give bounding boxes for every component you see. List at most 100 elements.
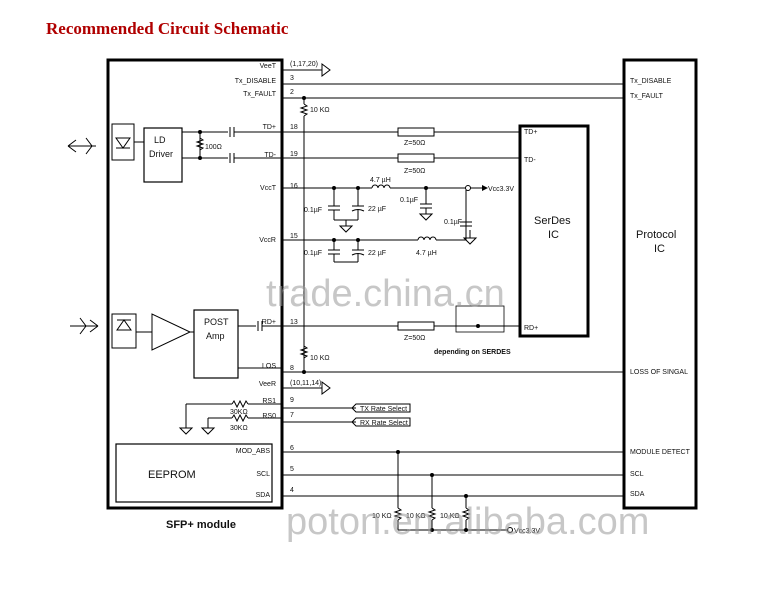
module-pin-labels: VeeT Tx_DISABLE Tx_FAULT TD+ TD- VccT Vc… bbox=[235, 63, 277, 499]
laser-diode-frame bbox=[111, 123, 135, 161]
module-pin-numbers: (1,17,20) 3 2 18 19 16 15 13 8 (10,11,14… bbox=[290, 61, 321, 494]
pin-label-tx-disable: Tx_DISABLE bbox=[235, 78, 277, 85]
rx-rate-select-tag bbox=[351, 417, 411, 427]
tx-rate-select-label: TX Rate Select bbox=[360, 406, 407, 413]
pin-num-mod-abs: 6 bbox=[290, 445, 294, 452]
z-td-minus-icon bbox=[397, 153, 435, 163]
tx-emission-arrow-icon bbox=[67, 139, 96, 153]
pin-num-vccr: 15 bbox=[290, 233, 298, 240]
eeprom-label: EEPROM bbox=[148, 469, 196, 481]
pin-label-rs0: RS0 bbox=[262, 413, 276, 420]
post-amp-label-1: POST bbox=[204, 317, 229, 327]
ground-icon bbox=[338, 225, 354, 233]
inductor-r-label: 4.7 µH bbox=[416, 250, 437, 257]
vcc-arrow-icon bbox=[482, 185, 488, 191]
serdes-ic-box bbox=[518, 124, 590, 338]
resistor-10k-los-icon bbox=[299, 345, 309, 359]
pin-num-los: 8 bbox=[290, 365, 294, 372]
pin-num-rs1: 9 bbox=[290, 397, 294, 404]
cap-r2-label: 22 µF bbox=[368, 250, 386, 257]
photodiode-frame bbox=[111, 313, 137, 349]
veer-arrow-icon bbox=[321, 381, 331, 395]
watermark-trade-china: trade.china.cn bbox=[266, 273, 505, 315]
pin-label-vccr: VccR bbox=[259, 237, 276, 244]
pin-label-td-minus: TD- bbox=[264, 152, 276, 159]
tia-amplifier-icon bbox=[151, 313, 192, 351]
ld-driver-label-1: LD bbox=[154, 135, 166, 145]
pin-num-td-minus: 19 bbox=[290, 151, 298, 158]
z-td-minus-label: Z=50Ω bbox=[404, 168, 425, 175]
pin-label-veet: VeeT bbox=[260, 63, 277, 70]
page-title: Recommended Circuit Schematic bbox=[46, 19, 289, 38]
pin-num-veer: (10,11,14) bbox=[290, 380, 321, 387]
pin-num-tx-fault: 2 bbox=[290, 89, 294, 96]
pullup-resistor-icon bbox=[393, 507, 403, 521]
z-td-plus-icon bbox=[397, 127, 435, 137]
rx-rate-select-label: RX Rate Select bbox=[360, 420, 408, 427]
protocol-pin-tx-disable: Tx_DISABLE bbox=[630, 78, 672, 85]
pin-num-veet: (1,17,20) bbox=[290, 61, 318, 68]
sfp-module-caption: SFP+ module bbox=[166, 519, 236, 531]
vcc-rail-label: Vcc3.3V bbox=[488, 186, 514, 193]
pin-label-rs1: RS1 bbox=[262, 398, 276, 405]
inductor-t-label: 4.7 µH bbox=[370, 177, 391, 184]
serdes-pin-rd-plus: RD+ bbox=[524, 325, 538, 332]
rx-light-arrow-icon bbox=[70, 319, 99, 333]
ground-icon bbox=[200, 427, 216, 435]
rx-zigzag-icon bbox=[79, 317, 87, 335]
pullup-label-2: 10 KΩ bbox=[406, 513, 426, 520]
pin-label-td-plus: TD+ bbox=[263, 124, 276, 131]
pin-num-vcct: 16 bbox=[290, 183, 298, 190]
cap-t1-label: 0.1µF bbox=[304, 207, 322, 214]
post-amp-label-2: Amp bbox=[206, 331, 225, 341]
resistor-rs1-label: 30KΩ bbox=[230, 409, 248, 416]
pin-label-scl: SCL bbox=[256, 471, 270, 478]
ground-icon bbox=[178, 427, 194, 435]
vcc-bottom-label: Vcc3.3V bbox=[514, 528, 540, 535]
z-td-plus-label: Z=50Ω bbox=[404, 140, 425, 147]
cap-t2-label: 22 µF bbox=[368, 206, 386, 213]
photodiode-icon bbox=[116, 319, 132, 331]
serdes-ic-label-1: SerDes bbox=[534, 215, 571, 227]
resistor-rs1-icon bbox=[231, 399, 249, 409]
eeprom-block bbox=[115, 443, 273, 503]
pullup-resistor-icon bbox=[461, 507, 471, 521]
veet-arrow-icon bbox=[321, 63, 331, 77]
protocol-ic-label-1: Protocol bbox=[636, 229, 676, 241]
pin-num-scl: 5 bbox=[290, 466, 294, 473]
resistor-100-icon bbox=[195, 137, 205, 151]
serdes-pin-td-plus: TD+ bbox=[524, 129, 537, 136]
pin-num-td-plus: 18 bbox=[290, 124, 298, 131]
pin-num-tx-disable: 3 bbox=[290, 75, 294, 82]
post-amp-block bbox=[193, 309, 239, 379]
protocol-ic-box bbox=[622, 58, 698, 510]
pin-label-mod-abs: MOD_ABS bbox=[236, 448, 271, 455]
cap-t4-label: 0.1µF bbox=[444, 219, 462, 226]
cap-r1-label: 0.1µF bbox=[304, 250, 322, 257]
ld-driver-label-2: Driver bbox=[149, 149, 173, 159]
sfp-module-box bbox=[106, 58, 284, 510]
z-rd-plus-label: Z=50Ω bbox=[404, 335, 425, 342]
vcc-rail-terminal bbox=[465, 185, 471, 191]
protocol-pin-los: LOSS OF SINGAL bbox=[630, 369, 688, 376]
pullup-label-1: 10 KΩ bbox=[372, 513, 392, 520]
cap-t3-label: 0.1µF bbox=[400, 197, 418, 204]
laser-diode-icon bbox=[115, 137, 131, 149]
serdes-option-block bbox=[455, 305, 505, 333]
tx-rate-select-tag bbox=[351, 403, 411, 413]
pullup-label-3: 10 KΩ bbox=[440, 513, 460, 520]
serdes-ic-label-2: IC bbox=[548, 229, 559, 241]
pin-label-sda: SDA bbox=[256, 492, 271, 499]
pin-label-tx-fault: Tx_FAULT bbox=[243, 91, 277, 98]
protocol-pin-scl: SCL bbox=[630, 471, 644, 478]
pin-label-los: LOS bbox=[262, 363, 276, 370]
ground-icon bbox=[418, 213, 434, 221]
pullup-resistor-icon bbox=[427, 507, 437, 521]
resistor-rs0-label: 30KΩ bbox=[230, 425, 248, 432]
depending-note: depending on SERDES bbox=[434, 349, 511, 356]
ground-icon bbox=[462, 237, 478, 245]
tx-zigzag-icon bbox=[85, 137, 93, 155]
resistor-10k-fault-icon bbox=[299, 103, 309, 117]
